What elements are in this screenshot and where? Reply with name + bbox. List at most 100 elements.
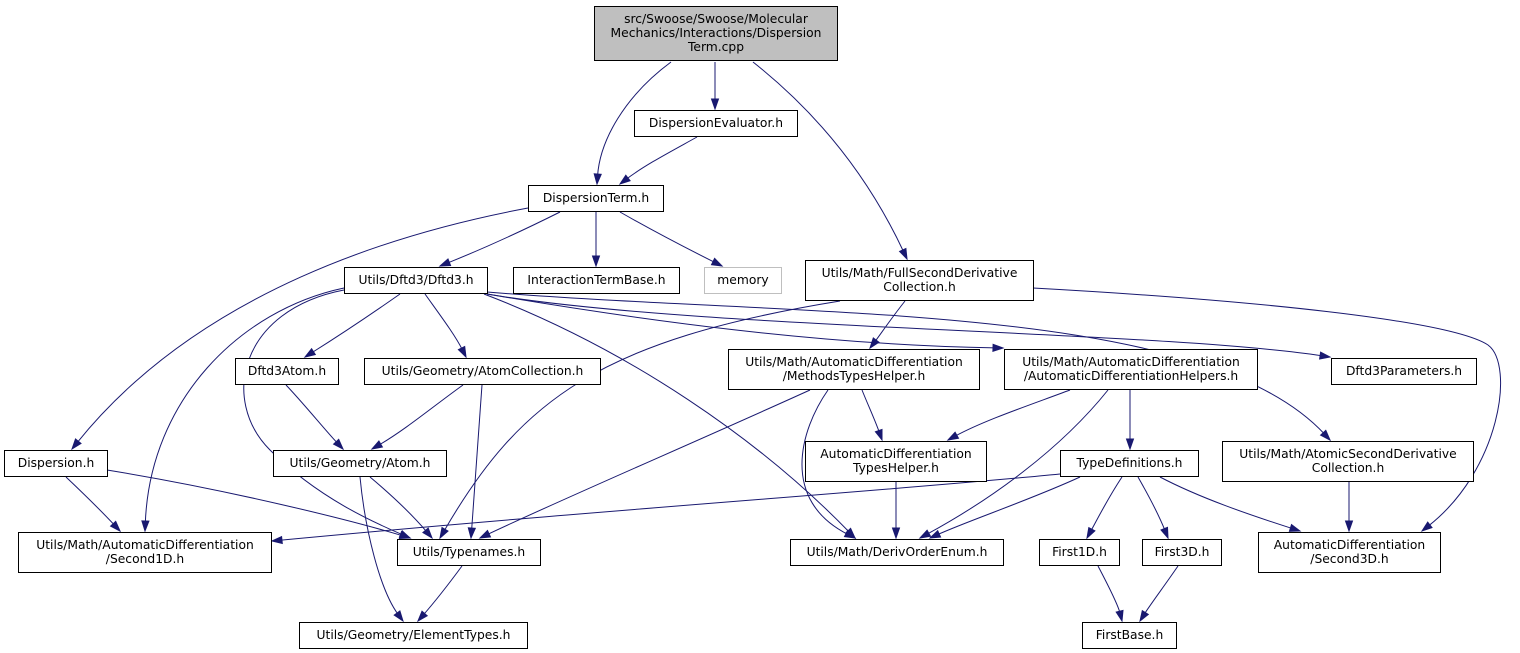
node-second3d[interactable]: AutomaticDifferentiation/Second3D.h [1258, 532, 1441, 573]
edge-atom-to-element-types [359, 476, 404, 623]
edge-root-to-full-second-derivative [752, 61, 908, 261]
node-label: TypesHelper.h [852, 461, 939, 475]
node-label: Utils/Math/AutomaticDifferentiation [36, 538, 254, 552]
node-label: Utils/Dftd3/Dftd3.h [358, 273, 473, 287]
node-label: memory [717, 273, 768, 287]
node-dftd3-parameters[interactable]: Dftd3Parameters.h [1331, 358, 1477, 385]
arrowhead [478, 529, 492, 539]
node-interaction-term-base[interactable]: InteractionTermBase.h [513, 267, 680, 294]
edge-dftd3-to-ad-helpers [486, 293, 1005, 352]
node-type-definitions[interactable]: TypeDefinitions.h [1060, 450, 1199, 477]
node-label: Collection.h [1312, 461, 1385, 475]
arrowhead [843, 529, 857, 539]
arrowhead [591, 255, 601, 268]
edge-full-second-derivative-to-second3d [1032, 287, 1502, 532]
node-deriv-order-enum[interactable]: Utils/Math/DerivOrderEnum.h [790, 539, 1004, 566]
node-element-types[interactable]: Utils/Geometry/ElementTypes.h [299, 622, 528, 649]
arrowhead [416, 610, 429, 623]
node-dispersion[interactable]: Dispersion.h [4, 450, 108, 477]
arrowhead [457, 345, 467, 359]
arrowhead [71, 438, 82, 451]
arrowhead [918, 529, 932, 539]
edge-root-to-dispersion-evaluator [710, 62, 720, 111]
node-label: Dftd3Atom.h [248, 364, 326, 378]
node-label: AutomaticDifferentiation [1274, 538, 1425, 552]
arrowhead [618, 174, 631, 185]
node-first3d[interactable]: First3D.h [1142, 539, 1222, 566]
edge-dftd3-to-dftd3-atom [303, 293, 401, 358]
edge-full-second-derivative-to-methods-types-helper [869, 300, 906, 350]
arrowhead [1115, 609, 1124, 623]
edge-first3d-to-first-base [1139, 565, 1179, 623]
arrowhead [438, 258, 452, 267]
arrowhead [109, 520, 122, 533]
node-first1d[interactable]: First1D.h [1039, 539, 1120, 566]
edge-full-second-derivative-to-typenames [439, 300, 841, 540]
arrowhead [370, 440, 384, 450]
edge-root-to-dispersion-term [593, 61, 672, 186]
node-label: Utils/Geometry/Atom.h [290, 456, 431, 470]
node-dispersion-term[interactable]: DispersionTerm.h [528, 185, 664, 212]
node-second1d[interactable]: Utils/Math/AutomaticDifferentiation/Seco… [18, 532, 272, 573]
edge-dispersion-term-to-dftd3 [438, 211, 561, 267]
arrowhead [928, 529, 942, 539]
node-atomic-second-derivative[interactable]: Utils/Math/AtomicSecondDerivativeCollect… [1222, 441, 1474, 482]
node-label: Dispersion.h [18, 456, 95, 470]
node-label: First3D.h [1155, 545, 1210, 559]
node-label: TypeDefinitions.h [1076, 456, 1183, 470]
node-dftd3[interactable]: Utils/Dftd3/Dftd3.h [344, 267, 488, 294]
node-label: /Second3D.h [1310, 552, 1388, 566]
edge-dftd3-to-dftd3-parameters [486, 293, 1332, 360]
edge-methods-types-helper-to-typenames [478, 389, 811, 539]
arrowhead [1319, 351, 1332, 360]
node-label: Dftd3Parameters.h [1346, 364, 1462, 378]
arrowhead [270, 535, 283, 545]
node-label: Utils/Geometry/ElementTypes.h [317, 628, 511, 642]
node-label: AutomaticDifferentiation [820, 447, 971, 461]
node-label: Utils/Math/AutomaticDifferentiation [1022, 355, 1240, 369]
edge-dftd3-atom-to-atom [285, 384, 345, 451]
edge-type-definitions-to-first1d [1086, 476, 1123, 540]
node-atom[interactable]: Utils/Geometry/Atom.h [273, 450, 447, 477]
node-dftd3-atom[interactable]: Dftd3Atom.h [235, 358, 339, 385]
arrowhead [467, 527, 477, 540]
arrowhead [393, 610, 404, 623]
edge-atom-collection-to-atom [370, 384, 464, 450]
edge-dftd3-to-atom-collection [424, 293, 467, 359]
edge-dftd3-to-deriv-order-enum [483, 293, 857, 540]
edge-ad-helpers-to-deriv-order-enum [918, 389, 1109, 539]
node-dispersion-evaluator[interactable]: DispersionEvaluator.h [634, 110, 798, 137]
edge-methods-types-helper-to-ad-types-helper [861, 389, 883, 442]
node-label: First1D.h [1052, 545, 1107, 559]
node-atom-collection[interactable]: Utils/Geometry/AtomCollection.h [364, 358, 601, 385]
node-methods-types-helper[interactable]: Utils/Math/AutomaticDifferentiation/Meth… [728, 349, 980, 390]
node-full-second-derivative[interactable]: Utils/Math/FullSecondDerivativeCollectio… [805, 260, 1034, 301]
node-typenames[interactable]: Utils/Typenames.h [397, 539, 541, 566]
arrowhead [141, 520, 150, 533]
nodes-layer: src/Swoose/Swoose/MolecularMechanics/Int… [4, 6, 1477, 649]
edge-dispersion-to-typenames [106, 469, 412, 540]
arrowhead [1288, 523, 1302, 532]
arrowhead [1086, 526, 1096, 540]
arrowhead [1319, 429, 1332, 442]
node-label: /Second1D.h [106, 552, 184, 566]
arrowhead [593, 173, 602, 186]
node-ad-helpers[interactable]: Utils/Math/AutomaticDifferentiation/Auto… [1004, 349, 1258, 390]
arrowhead [710, 98, 720, 111]
edges-layer [65, 61, 1502, 623]
node-label: Utils/Geometry/AtomCollection.h [382, 364, 584, 378]
arrowhead [422, 527, 433, 540]
node-label: Utils/Math/DerivOrderEnum.h [807, 545, 988, 559]
node-first-base[interactable]: FirstBase.h [1082, 622, 1177, 649]
node-label: src/Swoose/Swoose/Molecular [624, 12, 809, 26]
node-label: DispersionTerm.h [543, 191, 649, 205]
node-label: Collection.h [883, 280, 956, 294]
arrowhead [992, 343, 1005, 352]
edge-dispersion-term-to-interaction-term-base [591, 211, 601, 268]
arrowhead [1139, 609, 1150, 623]
node-label: /MethodsTypesHelper.h [783, 369, 926, 383]
node-label: Mechanics/Interactions/Dispersion [611, 26, 822, 40]
edge-type-definitions-to-second3d [1159, 476, 1302, 532]
